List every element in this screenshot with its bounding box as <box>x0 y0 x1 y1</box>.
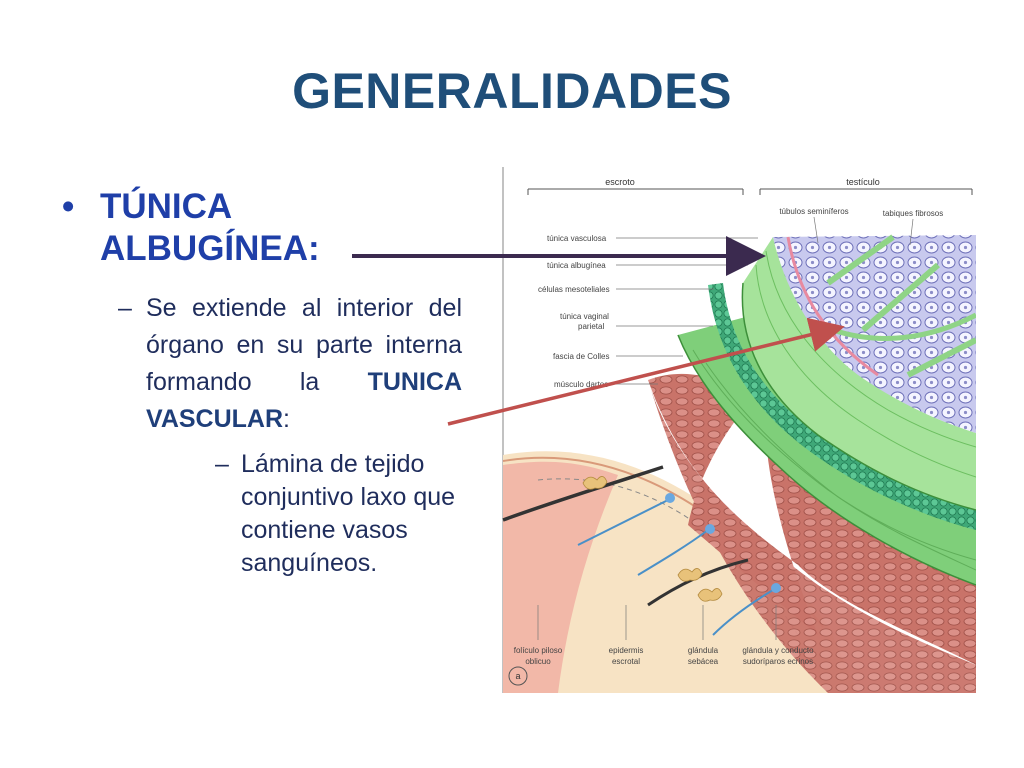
label-tunica-vaginal: túnica vaginal <box>560 312 609 321</box>
sub-bullet-marker: – <box>118 294 132 322</box>
panel-letter: a <box>515 671 520 681</box>
tunica-vascular-emphasis: TUNICA VASCULAR <box>146 368 462 433</box>
sub-bullet-suffix: : <box>283 405 290 433</box>
label-foliculo-line2: oblicuo <box>525 657 551 666</box>
label-glandula-sebacea-line1: glándula <box>688 646 719 655</box>
panel-letter-circle <box>508 666 528 686</box>
slide-title: GENERALIDADES <box>292 63 732 119</box>
label-celulas-mesoteliales: células mesoteliales <box>538 285 610 294</box>
label-glandula-sudoripara-line1: glándula y conducto <box>742 646 814 655</box>
bullet-marker: • <box>62 187 75 226</box>
dartos-muscle <box>648 373 976 665</box>
label-tunica-albuginea: túnica albugínea <box>547 261 606 270</box>
seminiferous-tubules <box>773 235 976 433</box>
skin-surface <box>503 461 618 693</box>
label-tabiques: tabiques fibrosos <box>883 209 943 218</box>
label-musculo-dartos: músculo dartos <box>554 380 608 389</box>
label-parietal: parietal <box>578 322 604 331</box>
sebaceous-gland <box>582 476 608 490</box>
label-tubulos: túbulos seminíferos <box>779 207 848 216</box>
header-testiculo: testículo <box>846 177 880 187</box>
sub-bullet-text: Se extiende al interior del órgano en su… <box>146 290 462 438</box>
sub-bullet-body: Se extiende al interior del órgano en su… <box>146 294 462 396</box>
label-glandula-sudoripara-line2: sudoríparos ecrinos <box>743 657 813 666</box>
sub-sub-bullet-marker: – <box>215 450 229 478</box>
label-glandula-sebacea-line2: sebácea <box>688 657 719 666</box>
sub-sub-bullet-text: Lámina de tejido conjuntivo laxo que con… <box>241 450 456 577</box>
label-epidermis-line2: escrotal <box>612 657 640 666</box>
hair-follicle <box>502 465 664 522</box>
label-tunica-vasculosa: túnica vasculosa <box>547 234 607 243</box>
label-fascia-colles: fascia de Colles <box>553 352 609 361</box>
sweat-duct <box>577 499 669 546</box>
header-escroto: escroto <box>605 177 635 187</box>
label-epidermis-line1: epidermis <box>609 646 644 655</box>
label-foliculo-line1: folículo piloso <box>514 646 563 655</box>
bullet-text: TÚNICA ALBUGÍNEA: <box>100 187 320 268</box>
testis-scrotum-diagram: escroto testículo túbulos seminíferos ta… <box>502 167 976 693</box>
